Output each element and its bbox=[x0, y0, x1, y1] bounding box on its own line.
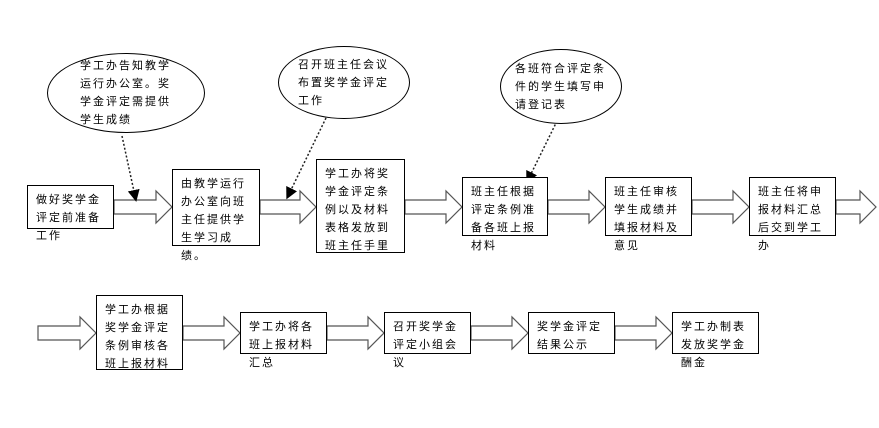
flow-arrow-1 bbox=[113, 189, 173, 225]
step-1: 做好奖学金评定前准备工作 bbox=[27, 185, 114, 242]
step-2: 由教学运行办公室向班主任提供学生学习成绩。 bbox=[172, 169, 260, 262]
step-3-text: 学工办将奖学金评定条例以及材料表格发放到班主任手里 bbox=[325, 167, 390, 252]
step-4-text: 班主任根据评定条例准备各班上报材料 bbox=[471, 185, 536, 252]
step-11: 学工办制表发放奖学金酬金 bbox=[672, 312, 759, 369]
flow-arrow-2 bbox=[259, 189, 317, 225]
flow-arrow-11 bbox=[614, 315, 673, 351]
step-10-text: 奖学金评定结果公示 bbox=[537, 320, 602, 351]
flow-arrow-8 bbox=[182, 315, 241, 351]
step-9: 召开奖学金评定小组会议 bbox=[384, 312, 471, 369]
step-3: 学工办将奖学金评定条例以及材料表格发放到班主任手里 bbox=[316, 159, 405, 253]
step-5: 班主任审核学生成绩并填报材料及意见 bbox=[605, 177, 692, 252]
note-2: 召开班主任会议布置奖学金评定工作 bbox=[278, 46, 410, 119]
note3-pointer bbox=[526, 120, 558, 184]
step-8-text: 学工办将各班上报材料汇总 bbox=[249, 320, 314, 369]
step-6-text: 班主任将申报材料汇总后交到学工办 bbox=[758, 185, 823, 252]
flow-arrow-3 bbox=[404, 189, 463, 225]
step-11-text: 学工办制表发放奖学金酬金 bbox=[681, 320, 746, 369]
step-9-text: 召开奖学金评定小组会议 bbox=[393, 320, 458, 369]
step-4: 班主任根据评定条例准备各班上报材料 bbox=[462, 177, 548, 252]
flow-arrow-6 bbox=[835, 189, 877, 225]
flow-arrow-10 bbox=[470, 315, 529, 351]
step-8: 学工办将各班上报材料汇总 bbox=[240, 312, 327, 369]
flow-arrow-7 bbox=[37, 315, 97, 351]
step-7: 学工办根据奖学金评定条例审核各班上报材料 bbox=[96, 295, 183, 370]
flow-arrow-5 bbox=[691, 189, 750, 225]
note-3-text: 各班符合评定条件的学生填写申请登记表 bbox=[515, 61, 606, 111]
step-5-text: 班主任审核学生成绩并填报材料及意见 bbox=[614, 185, 679, 252]
step-6: 班主任将申报材料汇总后交到学工办 bbox=[749, 177, 836, 252]
note-1: 学工办告知教学运行办公室。奖学金评定需提供学生成绩 bbox=[47, 53, 205, 133]
note-1-text: 学工办告知教学运行办公室。奖学金评定需提供学生成绩 bbox=[80, 59, 171, 126]
note-2-text: 召开班主任会议布置奖学金评定工作 bbox=[298, 57, 389, 107]
step-7-text: 学工办根据奖学金评定条例审核各班上报材料 bbox=[105, 303, 170, 370]
flow-arrow-9 bbox=[326, 315, 385, 351]
step-1-text: 做好奖学金评定前准备工作 bbox=[36, 193, 101, 242]
step-10: 奖学金评定结果公示 bbox=[528, 312, 615, 354]
step-2-text: 由教学运行办公室向班主任提供学生学习成绩。 bbox=[181, 177, 246, 262]
note-3: 各班符合评定条件的学生填写申请登记表 bbox=[500, 49, 622, 124]
note1-pointer bbox=[121, 135, 140, 202]
flow-arrow-4 bbox=[547, 189, 606, 225]
